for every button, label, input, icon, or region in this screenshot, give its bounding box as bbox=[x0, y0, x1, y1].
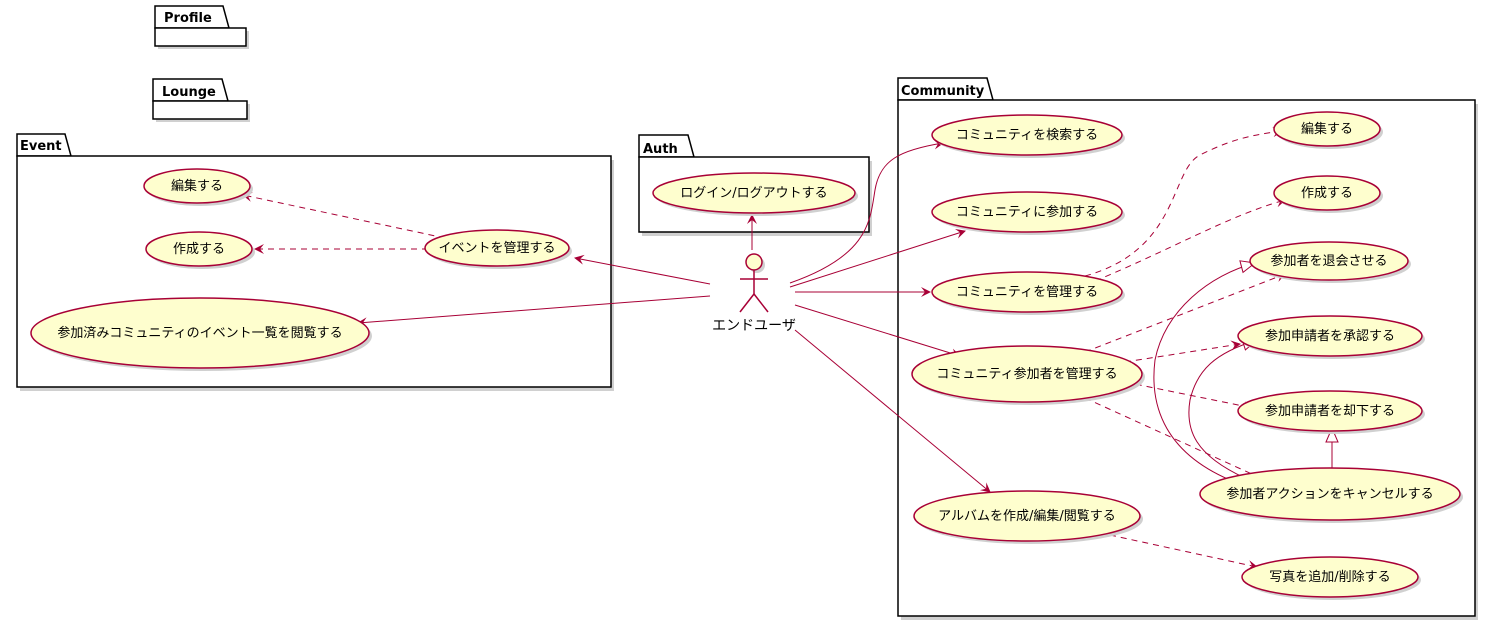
edge-actor-to-comm-member-manage bbox=[794, 304, 961, 359]
usecase-auth-login[interactable]: ログイン/ログアウトする bbox=[652, 172, 858, 216]
usecase-event-create[interactable]: 作成する bbox=[145, 231, 255, 269]
package-profile: Profile bbox=[154, 5, 249, 49]
usecase-comm-member-manage[interactable]: コミュニティ参加者を管理する bbox=[911, 345, 1145, 405]
usecase-comm-create[interactable]: 作成する bbox=[1273, 175, 1383, 213]
edge-member-manage-to-withdraw bbox=[1084, 272, 1286, 353]
edges bbox=[242, 127, 1332, 570]
usecase-member-cancel-label: 参加者アクションをキャンセルする bbox=[1226, 486, 1433, 502]
package-lounge-title: Lounge bbox=[162, 85, 216, 100]
usecase-comm-join-label: コミュニティに参加する bbox=[956, 204, 1098, 220]
edge-cancel-generalizes-withdraw bbox=[1153, 263, 1255, 481]
edge-actor-to-event-manage bbox=[574, 254, 711, 285]
usecase-comm-edit-label: 編集する bbox=[1301, 121, 1353, 137]
usecase-comm-album[interactable]: アルバムを作成/編集/閲覧する bbox=[913, 490, 1143, 544]
usecase-event-edit[interactable]: 編集する bbox=[143, 168, 253, 206]
package-auth-title: Auth bbox=[643, 142, 678, 157]
usecase-event-list[interactable]: 参加済みコミュニティのイベント一覧を閲覧する bbox=[30, 297, 372, 371]
usecase-event-manage-label: イベントを管理する bbox=[438, 241, 555, 256]
edge-comm-manage-to-create bbox=[1094, 197, 1286, 282]
edge-member-manage-to-approve bbox=[1124, 340, 1241, 363]
usecase-auth-login-label: ログイン/ログアウトする bbox=[680, 186, 827, 201]
usecase-comm-manage-label: コミュニティを管理する bbox=[956, 285, 1098, 300]
usecase-event-create-label: 作成する bbox=[173, 242, 225, 257]
actor-end-user[interactable]: エンドユーザ bbox=[712, 253, 796, 334]
usecase-event-manage[interactable]: イベントを管理する bbox=[424, 229, 572, 269]
edge-actor-to-comm-search bbox=[789, 139, 944, 284]
usecase-comm-search[interactable]: コミュニティを検索する bbox=[931, 114, 1125, 158]
usecase-member-cancel[interactable]: 参加者アクションをキャンセルする bbox=[1199, 467, 1463, 523]
usecase-member-approve-label: 参加申請者を承認する bbox=[1265, 328, 1395, 344]
usecase-event-list-label: 参加済みコミュニティのイベント一覧を閲覧する bbox=[57, 325, 342, 341]
usecase-member-withdraw-label: 参加者を退会させる bbox=[1270, 253, 1387, 269]
edge-actor-to-comm-album bbox=[794, 329, 991, 493]
actor-label: エンドユーザ bbox=[712, 318, 796, 334]
edge-actor-to-comm-join bbox=[789, 228, 966, 288]
use-cases: 編集する 作成する イベントを管理する 参加済みコミュニティのイベント一覧を閲覧… bbox=[30, 111, 1463, 600]
edge-cancel-generalizes-approve bbox=[1188, 340, 1257, 479]
usecase-comm-member-manage-label: コミュニティ参加者を管理する bbox=[936, 366, 1117, 382]
package-event-title: Event bbox=[20, 139, 62, 154]
usecase-photo-add-delete-label: 写真を追加/削除する bbox=[1269, 569, 1390, 585]
usecase-comm-create-label: 作成する bbox=[1301, 186, 1353, 201]
actor-figure-icon bbox=[739, 253, 769, 313]
usecase-comm-edit[interactable]: 編集する bbox=[1273, 111, 1383, 149]
usecase-member-withdraw[interactable]: 参加者を退会させる bbox=[1249, 241, 1411, 283]
usecase-comm-search-label: コミュニティを検索する bbox=[956, 128, 1098, 143]
usecase-member-reject[interactable]: 参加申請者を却下する bbox=[1237, 390, 1425, 434]
package-community-title: Community bbox=[901, 84, 985, 99]
usecase-comm-manage[interactable]: コミュニティを管理する bbox=[931, 271, 1125, 315]
edge-event-manage-to-edit bbox=[242, 191, 446, 239]
usecase-member-reject-label: 参加申請者を却下する bbox=[1265, 403, 1395, 419]
edge-actor-to-event-list bbox=[357, 295, 711, 328]
package-profile-title: Profile bbox=[164, 11, 212, 26]
usecase-photo-add-delete[interactable]: 写真を追加/削除する bbox=[1241, 556, 1421, 600]
usecase-comm-join[interactable]: コミュニティに参加する bbox=[931, 191, 1125, 235]
package-lounge: Lounge bbox=[152, 78, 250, 122]
usecase-event-edit-label: 編集する bbox=[171, 178, 223, 194]
edge-album-to-photo bbox=[1109, 534, 1258, 570]
usecase-member-approve[interactable]: 参加申請者を承認する bbox=[1237, 315, 1425, 359]
usecase-comm-album-label: アルバムを作成/編集/閲覧する bbox=[938, 508, 1116, 524]
